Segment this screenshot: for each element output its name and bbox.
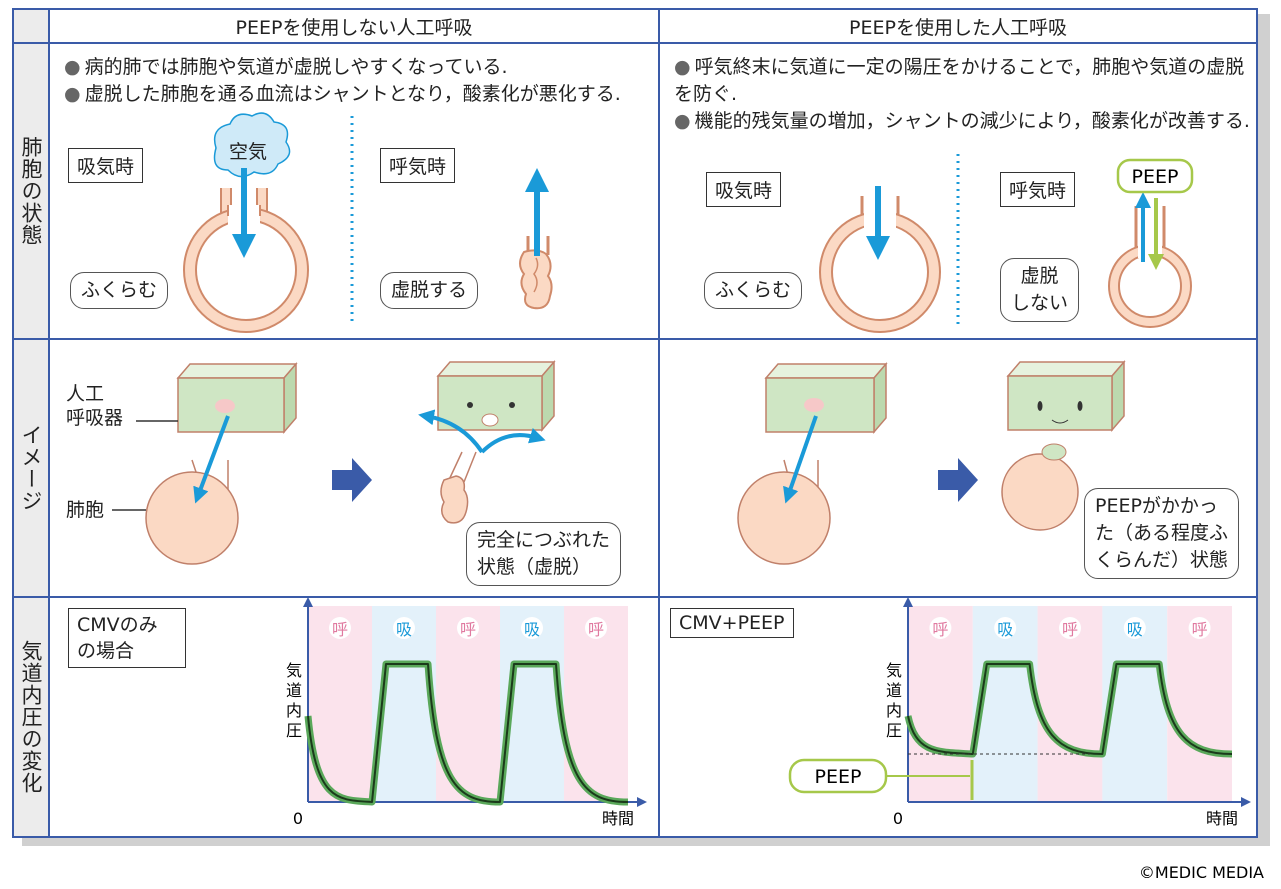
right-no-collapse-callout: 虚脱 しない — [1000, 258, 1080, 322]
collapsed-line1: 完全につぶれた — [477, 529, 611, 551]
left-bullet-2: ●虚脱した肺胞を通る血流はシャントとなり，酸素化が悪化する. — [64, 83, 621, 105]
right-inflated-alveolus-icon — [1001, 443, 1079, 531]
collapsed-line2: 状態（虚脱） — [477, 556, 592, 578]
left-graph-origin: 0 — [293, 809, 303, 828]
alveolus-label: 肺胞 — [66, 499, 105, 521]
left-transition-arrow-icon — [332, 458, 372, 502]
column-header-right: PEEPを使用した人工呼吸 — [660, 10, 1256, 44]
left-graph-phase-label-3: 吸 — [524, 620, 540, 639]
peep-badge — [1116, 158, 1194, 194]
left-inflate-callout: ふくらむ — [70, 272, 169, 309]
ventilator-label-line1: 人工 — [66, 383, 105, 405]
left-graph-ylabel-0: 気 — [286, 661, 302, 680]
left-graph-phase-badge-4 — [585, 617, 607, 639]
row-divider-1 — [50, 338, 1256, 340]
left-graph-phase-label-1: 吸 — [396, 620, 412, 639]
state-line1: PEEPがかかっ — [1095, 495, 1218, 517]
peep-graph-label: PEEP — [815, 766, 862, 788]
right-graph-phase-label-4: 呼 — [1192, 620, 1208, 639]
air-label: 空気 — [229, 141, 267, 163]
row-header-pressure: 気道内圧の変化 — [14, 598, 50, 836]
right-graph-origin: 0 — [893, 809, 903, 828]
right-transition-arrow-icon — [938, 458, 978, 502]
left-inhale-label: 吸気時 — [68, 148, 144, 183]
left-alveolus-icon — [145, 459, 239, 565]
right-graph-phase-label-2: 呼 — [1062, 620, 1078, 639]
right-inhale-label: 吸気時 — [706, 172, 782, 207]
right-alveolus-icon — [737, 459, 831, 565]
right-graph-ylabel-2: 内 — [886, 701, 902, 720]
right-state-callout: PEEPがかかっ た（ある程度ふ くらんだ）状態 — [1084, 488, 1240, 579]
left-graph-curve — [307, 663, 629, 803]
left-graph-ylabel-2: 内 — [286, 701, 302, 720]
left-graph-phase-label-4: 呼 — [588, 620, 604, 639]
right-exhale-label: 呼気時 — [1000, 172, 1076, 207]
no-collapse-line2: しない — [1011, 292, 1069, 314]
left-exhale-label: 呼気時 — [380, 148, 456, 183]
left-graph-title-line1: CMVのみ — [77, 614, 158, 636]
left-collapsed-callout: 完全につぶれた 状態（虚脱） — [466, 522, 622, 586]
right-graph-title: CMV+PEEP — [670, 608, 794, 638]
right-graph-xlabel: 時間 — [1206, 809, 1238, 828]
ventilator-label-line2: 呼吸器 — [66, 407, 124, 429]
row-header-image: イメージ — [14, 340, 50, 598]
no-collapse-line1: 虚脱 — [1020, 265, 1059, 287]
left-graph-phase-badge-1 — [393, 617, 415, 639]
peep-badge-text: PEEP — [1132, 166, 1179, 188]
left-graph-xlabel: 時間 — [602, 809, 634, 828]
copyright: ©MEDIC MEDIA — [1139, 863, 1264, 882]
left-graph-phase-badge-3 — [521, 617, 543, 639]
right-graph-phase-label-3: 吸 — [1127, 620, 1143, 639]
state-line2: た（ある程度ふ — [1095, 522, 1229, 544]
left-collapse-callout: 虚脱する — [380, 272, 479, 309]
left-graph-phase-label-0: 呼 — [332, 620, 348, 639]
left-leak-arrow-icon — [418, 409, 484, 454]
left-ventilator-icon — [176, 361, 298, 435]
right-flow-arrow-icon — [783, 415, 818, 504]
right-graph-ylabel-0: 気 — [886, 661, 902, 680]
right-graph-curve — [907, 663, 1233, 755]
left-graph-phase-badge-2 — [457, 617, 479, 639]
right-leak-arrow-icon — [480, 427, 546, 454]
right-graph-phase-badge-3 — [1123, 617, 1146, 639]
right-graph-phase-badge-0 — [929, 617, 952, 639]
right-inflate-callout: ふくらむ — [704, 272, 803, 309]
row-divider-2 — [50, 596, 1256, 598]
collapsed-alveolus-icon — [440, 451, 477, 524]
right-ventilator-icon — [764, 361, 888, 435]
right-graph-phase-badge-1 — [994, 617, 1017, 639]
right-bullet-1: ●呼気終末に気道に一定の陽圧をかけることで，肺胞や気道の虚脱を防ぐ. — [674, 56, 1245, 105]
column-header-left: PEEPを使用しない人工呼吸 — [50, 10, 660, 44]
right-graph-phase-badge-4 — [1188, 617, 1211, 639]
left-graph-phase-label-2: 呼 — [460, 620, 476, 639]
right-bullet-2: ●機能的残気量の増加，シャントの減少により，酸素化が改善する. — [674, 110, 1250, 132]
right-graph-phase-label-0: 呼 — [932, 620, 948, 639]
left-bullet-1: ●病的肺では肺胞や気道が虚脱しやすくなっている. — [64, 56, 508, 78]
left-graph-phase-badge-0 — [329, 617, 351, 639]
row-header-alveoli: 肺胞の状態 — [14, 44, 50, 340]
left-graph-ylabel-3: 圧 — [286, 721, 302, 740]
corner-cell — [14, 10, 50, 44]
left-flow-arrow-icon — [193, 415, 230, 504]
right-ventilator-happy-icon — [1006, 359, 1126, 433]
ventilator-label: 人工 呼吸器 — [66, 382, 123, 430]
right-graph-phase-label-1: 吸 — [997, 620, 1013, 639]
center-divider — [658, 44, 660, 836]
left-ventilator-collapsed-icon — [436, 359, 556, 433]
left-collapsed-alveolus — [519, 236, 553, 310]
state-line3: くらんだ）状態 — [1095, 549, 1229, 571]
air-cloud-icon: 空気 — [213, 112, 291, 178]
right-graph-ylabel-3: 圧 — [886, 721, 902, 740]
right-graph-phase-badge-2 — [1059, 617, 1081, 639]
right-graph-ylabel-1: 道 — [886, 681, 902, 700]
left-graph-ylabel-1: 道 — [286, 681, 302, 700]
left-graph-title: CMVのみ の場合 — [68, 608, 186, 668]
right-exhale-alveolus — [1108, 206, 1192, 328]
left-graph-title-line2: の場合 — [77, 640, 135, 662]
